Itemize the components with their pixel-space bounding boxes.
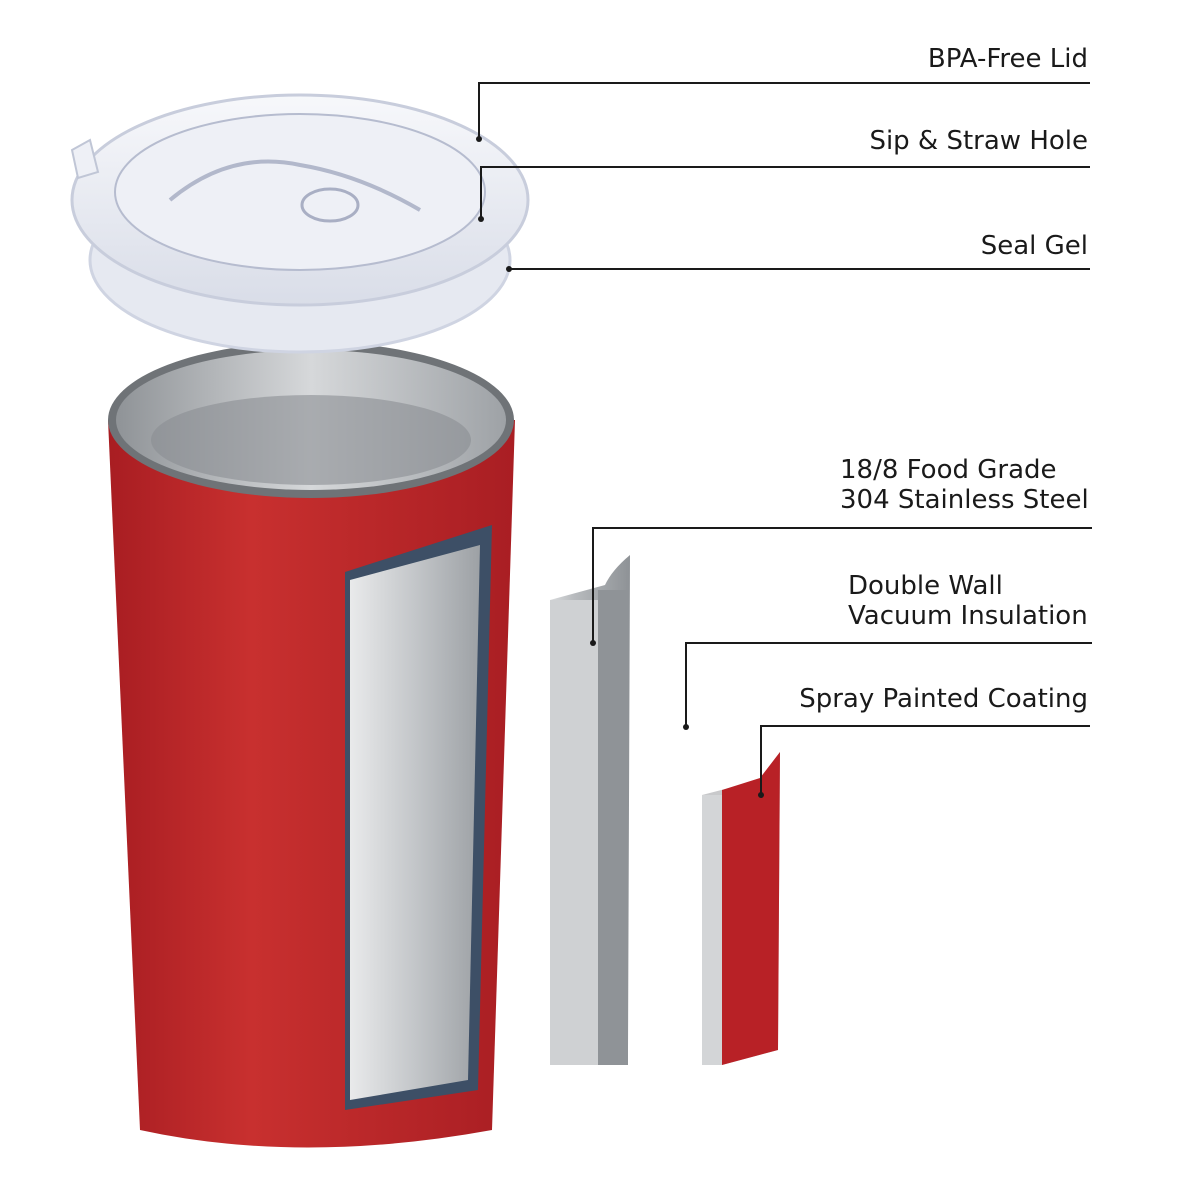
callout-double-wall-line1: Double Wall — [848, 571, 1003, 601]
insulation-leader-horizontal — [685, 642, 1092, 644]
callout-food-grade-line1: 18/8 Food Grade — [840, 455, 1057, 485]
coating-leader-horizontal — [760, 725, 1090, 727]
lid-illustration — [70, 93, 530, 354]
callout-seal-gel: Seal Gel — [980, 231, 1088, 261]
lid-leader-horizontal — [478, 82, 1090, 84]
seal-leader-horizontal — [510, 268, 1090, 270]
steel-leader-horizontal — [592, 527, 1092, 529]
sip-leader-dot — [478, 216, 484, 222]
coated-wall-section — [702, 752, 780, 1065]
lid-leader-dot — [476, 136, 482, 142]
coating-leader-vertical — [760, 725, 762, 795]
callout-bpa-free-lid: BPA-Free Lid — [927, 44, 1088, 74]
callout-spray-painted-coating: Spray Painted Coating — [799, 684, 1088, 714]
insulation-leader-dot — [683, 724, 689, 730]
steel-wall-section — [550, 555, 630, 1065]
coating-leader-dot — [758, 792, 764, 798]
tumbler-body — [108, 342, 515, 1148]
callout-food-grade-line2: 304 Stainless Steel — [840, 485, 1089, 515]
seal-leader-dot — [506, 266, 512, 272]
sip-leader-horizontal — [480, 166, 1090, 168]
sip-leader-vertical — [480, 166, 482, 218]
lid-leader-vertical — [478, 82, 480, 140]
insulation-leader-vertical — [685, 642, 687, 726]
callout-sip-straw-hole: Sip & Straw Hole — [869, 126, 1088, 156]
callout-double-wall-line2: Vacuum Insulation — [848, 601, 1088, 631]
steel-leader-dot — [590, 640, 596, 646]
steel-leader-vertical — [592, 527, 594, 645]
